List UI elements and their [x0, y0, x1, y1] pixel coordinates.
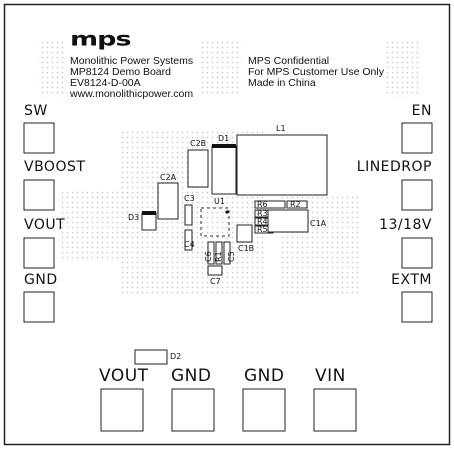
- pad-vout-left: [23, 237, 55, 269]
- via-field: [385, 40, 418, 97]
- res-r2-outline: [286, 200, 308, 209]
- via-field: [200, 42, 242, 94]
- cap-c3-outline: [184, 204, 193, 226]
- cap-c1a-outline: [267, 209, 309, 233]
- pad-en: [401, 122, 433, 154]
- company-url: www.monolithicpower.com: [70, 88, 194, 100]
- ref-c2b: C2B: [190, 139, 207, 148]
- ref-c1a: C1A: [310, 219, 327, 228]
- board-part-number: EV8124-D-00A: [70, 77, 141, 89]
- pad-gnd-left: [23, 291, 55, 323]
- ref-d3: D3: [128, 213, 140, 222]
- via-field: [38, 40, 66, 97]
- via-field: [60, 190, 130, 260]
- cap-c7-outline: [207, 265, 223, 276]
- pad-13-18v: [401, 237, 433, 269]
- pin-label-en: EN: [411, 103, 432, 119]
- ref-c7: C7: [210, 277, 221, 286]
- res-r6-outline: [254, 200, 286, 209]
- pad-linedrop: [401, 179, 433, 211]
- ic-u1-pin1: [225, 210, 229, 214]
- ref-c4: C4: [184, 240, 195, 249]
- ref-r6: R6: [257, 200, 268, 209]
- pad-sw: [23, 122, 55, 154]
- pin-label-vboost: VBOOST: [24, 159, 86, 175]
- pin-label-sw: SW: [24, 103, 48, 119]
- notice-confidential: MPS Confidential: [248, 55, 330, 67]
- diode-d3-band: [142, 211, 156, 215]
- notice-customer-use: For MPS Customer Use Only: [248, 66, 384, 78]
- res-r1-outline: [215, 241, 223, 265]
- diode-d1-outline: [211, 145, 237, 195]
- cap-c6-outline: [207, 241, 215, 265]
- ref-c6: C6: [204, 251, 213, 262]
- ref-c5: C5: [227, 251, 236, 262]
- ref-d1: D1: [218, 134, 230, 143]
- pin-label-vin: VIN: [315, 366, 346, 386]
- pin-label-linedrop: LINEDROP: [356, 159, 432, 175]
- ref-c1b: C1B: [238, 244, 255, 253]
- ref-r2: R2: [290, 200, 301, 209]
- pad-extm: [401, 291, 433, 323]
- pad-gnd-bottom-2: [242, 388, 286, 432]
- pin-label-extm: EXTM: [391, 272, 432, 288]
- cap-c2a-outline: [157, 182, 179, 220]
- cap-c1b-outline: [236, 224, 253, 243]
- pin-label-gnd-left: GND: [24, 272, 58, 288]
- board-name: MP8124 Demo Board: [70, 66, 171, 78]
- mps-logo: mps: [70, 28, 132, 51]
- ref-d2: D2: [170, 352, 182, 361]
- notice-made-in: Made in China: [248, 77, 316, 89]
- pad-vout-bottom: [100, 388, 144, 432]
- pin-label-gnd-bottom-2: GND: [244, 366, 285, 386]
- pin-label-13-18v: 13/18V: [379, 217, 432, 233]
- company-name: Monolithic Power Systems: [70, 55, 194, 67]
- ref-l1: L1: [276, 124, 286, 133]
- ref-r1: R1: [214, 251, 223, 262]
- cap-c4-outline: [184, 229, 193, 251]
- cap-c5-outline: [223, 241, 231, 265]
- ic-u1-outline: [200, 207, 230, 237]
- diode-d3-outline: [141, 212, 157, 231]
- pad-vboost: [23, 179, 55, 211]
- cap-c2b-outline: [187, 149, 209, 188]
- diode-d2-outline: [134, 349, 168, 365]
- pin-label-vout-left: VOUT: [24, 217, 66, 233]
- pin-label-vout-bottom: VOUT: [99, 366, 149, 386]
- ref-c2a: C2A: [160, 173, 177, 182]
- ref-r3: R3: [257, 209, 268, 218]
- ref-r5: R5: [257, 225, 268, 234]
- ref-u1: U1: [214, 197, 225, 206]
- inductor-l1-outline: [236, 134, 328, 196]
- ref-c3: C3: [184, 194, 195, 203]
- ref-r4: R4: [257, 217, 268, 226]
- pad-gnd-bottom-1: [171, 388, 215, 432]
- pin-label-gnd-bottom-1: GND: [171, 366, 212, 386]
- diode-d1-band: [212, 144, 236, 148]
- pad-vin: [313, 388, 357, 432]
